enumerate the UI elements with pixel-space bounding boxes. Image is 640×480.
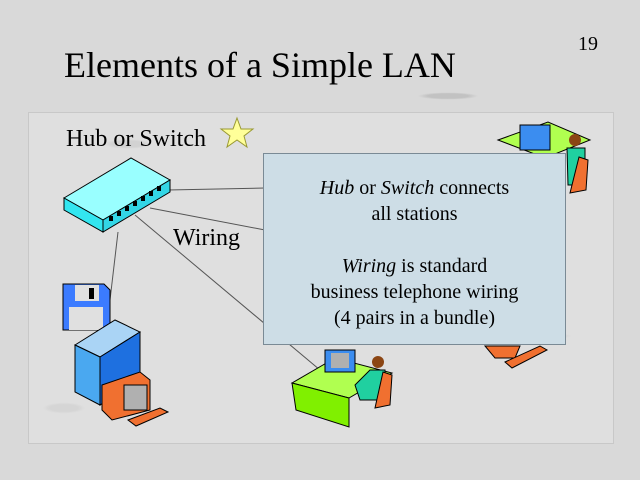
callout-line2: all stations [371, 203, 458, 225]
server-computer-icon [73, 319, 170, 427]
callout-is-standard: is standard [396, 255, 488, 277]
workstation-icon-top-right [496, 121, 592, 194]
callout-connects: connects [434, 177, 510, 199]
callout-wiring: Wiring [341, 255, 397, 277]
floppy-disk-icon [62, 283, 111, 331]
callout-box: Hub or Switch connects all stations Wiri… [263, 153, 566, 345]
workstation-icon-bottom [290, 349, 394, 428]
callout-line5: (4 pairs in a bundle) [333, 307, 496, 329]
callout-hub: Hub [319, 177, 355, 199]
workstation-icon-right [483, 345, 549, 369]
hub-or-switch-label: Hub or Switch [66, 126, 206, 152]
page-number: 19 [578, 33, 598, 55]
hub-switch-icon [63, 157, 171, 233]
callout-or: or [354, 177, 381, 199]
slide-title: Elements of a Simple LAN [64, 45, 456, 85]
callout-line4: business telephone wiring [310, 281, 519, 303]
star-icon [219, 116, 255, 149]
callout-switch: Switch [380, 177, 435, 199]
wiring-label: Wiring [173, 225, 241, 251]
